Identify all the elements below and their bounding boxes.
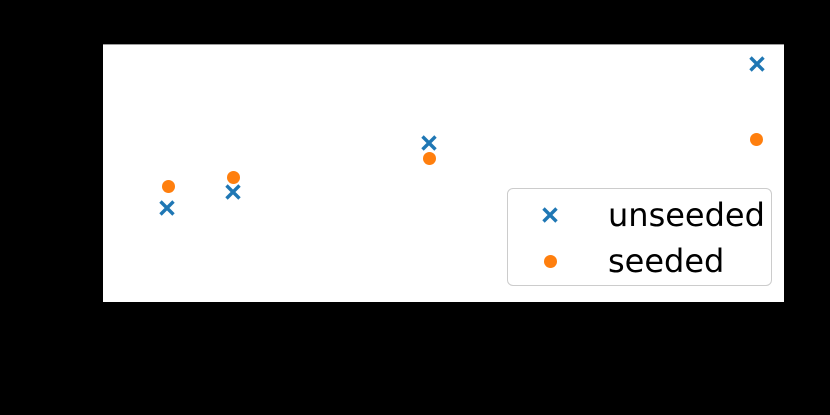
legend-label-seeded: seeded	[608, 242, 725, 280]
x-marker-icon	[541, 206, 559, 224]
data-point-seeded	[422, 151, 436, 165]
data-point-unseeded	[748, 55, 766, 73]
legend-entry-unseeded: unseeded	[508, 192, 771, 238]
data-point-unseeded	[158, 199, 176, 217]
data-point-unseeded	[420, 134, 438, 152]
data-point-seeded	[226, 170, 240, 184]
dot-marker-icon	[541, 252, 559, 270]
data-point-seeded	[749, 132, 763, 146]
data-point-seeded	[161, 179, 175, 193]
legend: unseeded seeded	[507, 188, 772, 286]
legend-label-unseeded: unseeded	[608, 196, 765, 234]
legend-entry-seeded: seeded	[508, 238, 771, 284]
data-point-unseeded	[224, 183, 242, 201]
